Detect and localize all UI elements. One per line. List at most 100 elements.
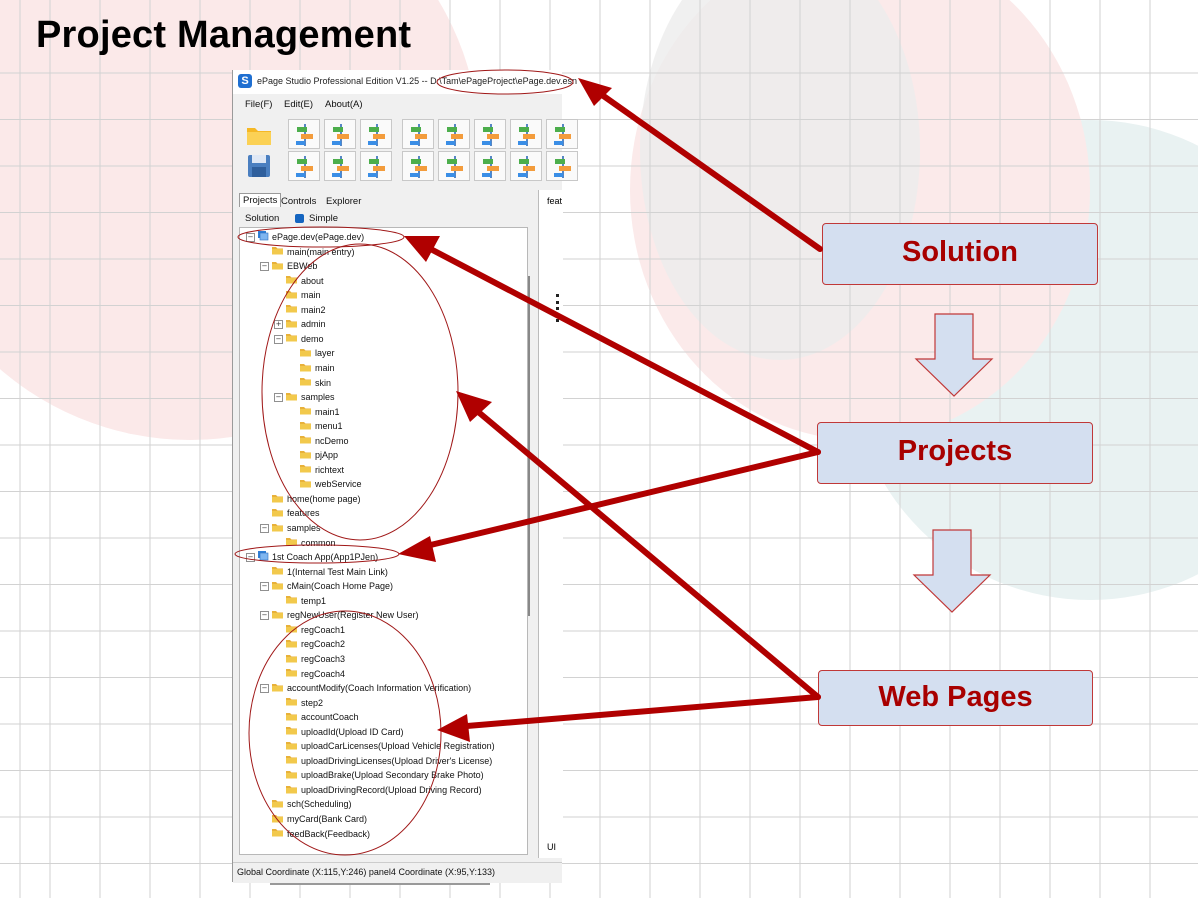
folder-icon: [271, 580, 284, 594]
distribute-d-row1-button[interactable]: [510, 119, 542, 149]
align-center-row1-button[interactable]: [324, 119, 356, 149]
tree-page-node[interactable]: richtext: [299, 463, 344, 477]
align-right-row1-button[interactable]: [360, 119, 392, 149]
tree-page-node[interactable]: uploadBrake(Upload Secondary Brake Photo…: [285, 768, 484, 782]
folder-icon: [299, 463, 312, 477]
slide-title: Project Management: [36, 14, 412, 56]
tree-node-label: uploadId(Upload ID Card): [301, 726, 404, 737]
tree-node-label: regCoach2: [301, 639, 346, 650]
tree-expander-icon[interactable]: −: [246, 553, 255, 563]
tree-node-label: home(home page): [287, 493, 361, 504]
distribute-c-row1-button[interactable]: [474, 119, 506, 149]
folder-icon: [299, 449, 312, 463]
designer-panel: feat UI: [538, 190, 563, 858]
folder-icon: [285, 696, 298, 710]
tree-page-node[interactable]: main: [285, 288, 321, 302]
tree-node-label: skin: [315, 377, 332, 388]
tree-page-node[interactable]: samples: [285, 390, 335, 404]
tree-page-node[interactable]: main2: [285, 303, 326, 317]
tree-page-node[interactable]: cMain(Coach Home Page): [271, 579, 393, 593]
tree-page-node[interactable]: uploadId(Upload ID Card): [285, 725, 404, 739]
tree-expander-icon[interactable]: −: [274, 334, 283, 344]
folder-icon: [285, 391, 298, 405]
tree-page-node[interactable]: feedBack(Feedback): [271, 827, 370, 841]
align-left-row1-button[interactable]: [288, 119, 320, 149]
distribute-e-row2-button[interactable]: [546, 151, 578, 181]
tree-page-node[interactable]: uploadDrivingRecord(Upload Driving Recor…: [285, 783, 482, 797]
tree-page-node[interactable]: samples: [271, 521, 321, 535]
align-center-row2-button[interactable]: [324, 151, 356, 181]
tree-page-node[interactable]: main: [299, 361, 335, 375]
tree-page-node[interactable]: regCoach1: [285, 623, 345, 637]
tree-page-node[interactable]: myCard(Bank Card): [271, 812, 367, 826]
tab-projects[interactable]: Projects: [239, 193, 282, 207]
tree-expander-icon[interactable]: −: [260, 262, 269, 272]
tree-project-node[interactable]: 1st Coach App(App1PJen): [257, 550, 378, 564]
tree-expander-icon[interactable]: +: [274, 320, 283, 330]
tree-horizontal-scrollbar[interactable]: [270, 883, 490, 885]
tree-node-label: menu1: [315, 421, 343, 432]
simple-checkbox[interactable]: [295, 214, 304, 223]
tree-page-node[interactable]: ncDemo: [299, 434, 349, 448]
distribute-a-row2-button[interactable]: [402, 151, 434, 181]
folder-icon: [285, 667, 298, 681]
distribute-a-row1-button[interactable]: [402, 119, 434, 149]
folder-icon: [299, 376, 312, 390]
align-left-row2-button[interactable]: [288, 151, 320, 181]
tree-page-node[interactable]: sch(Scheduling): [271, 797, 352, 811]
tree-page-node[interactable]: regCoach4: [285, 667, 345, 681]
tree-expander-icon[interactable]: −: [260, 684, 269, 694]
tree-page-node[interactable]: webService: [299, 477, 362, 491]
tree-page-node[interactable]: features: [271, 506, 320, 520]
open-folder-button[interactable]: [243, 119, 275, 149]
tree-page-node[interactable]: admin: [285, 317, 326, 331]
tree-node-label: about: [301, 275, 324, 286]
tree-page-node[interactable]: pjApp: [299, 448, 338, 462]
tree-page-node[interactable]: regCoach3: [285, 652, 345, 666]
distribute-e-row1-button[interactable]: [546, 119, 578, 149]
folder-icon: [299, 347, 312, 361]
tree-page-node[interactable]: home(home page): [271, 492, 361, 506]
tree-page-node[interactable]: regCoach2: [285, 637, 345, 651]
tree-expander-icon[interactable]: −: [260, 582, 269, 592]
designer-tab[interactable]: feat: [547, 196, 563, 206]
tree-page-node[interactable]: accountModify(Coach Information Verifica…: [271, 681, 471, 695]
distribute-b-row2-button[interactable]: [438, 151, 470, 181]
menu-edit[interactable]: Edit(E): [284, 99, 314, 110]
tree-page-node[interactable]: temp1: [285, 594, 326, 608]
designer-bottom-tab[interactable]: UI: [547, 842, 556, 852]
tree-page-node[interactable]: 1(Internal Test Main Link): [271, 565, 388, 579]
tree-project-node[interactable]: ePage.dev(ePage.dev): [257, 230, 364, 244]
tree-expander-icon[interactable]: −: [260, 611, 269, 621]
distribute-c-row2-button[interactable]: [474, 151, 506, 181]
align-right-row2-button[interactable]: [360, 151, 392, 181]
tree-expander-icon[interactable]: −: [274, 393, 283, 403]
tree-page-node[interactable]: demo: [285, 332, 324, 346]
tree-page-node[interactable]: EBWeb: [271, 259, 317, 273]
tree-page-node[interactable]: regNewUser(Register New User): [271, 608, 419, 622]
menu-about[interactable]: About(A): [325, 99, 363, 110]
folder-icon: [285, 332, 298, 346]
tree-page-node[interactable]: skin: [299, 376, 331, 390]
save-button[interactable]: [243, 151, 275, 181]
tree-page-node[interactable]: common: [285, 536, 336, 550]
tree-page-node[interactable]: uploadDrivingLicenses(Upload Driver's Li…: [285, 754, 492, 768]
tab-explorer[interactable]: Explorer: [326, 196, 362, 207]
tree-expander-icon[interactable]: −: [260, 524, 269, 533]
tree-page-node[interactable]: main(main entry): [271, 245, 355, 259]
tree-page-node[interactable]: accountCoach: [285, 710, 359, 724]
tree-vertical-scrollbar[interactable]: [528, 276, 530, 616]
tree-node-label: EBWeb: [287, 261, 318, 272]
tree-page-node[interactable]: layer: [299, 346, 335, 360]
distribute-d-row2-button[interactable]: [510, 151, 542, 181]
tree-page-node[interactable]: main1: [299, 405, 340, 419]
menu-file[interactable]: File(F): [245, 99, 273, 110]
tree-page-node[interactable]: uploadCarLicenses(Upload Vehicle Registr…: [285, 739, 495, 753]
tree-page-node[interactable]: step2: [285, 696, 323, 710]
tab-controls[interactable]: Controls: [281, 196, 317, 207]
tree-expander-icon[interactable]: −: [246, 233, 255, 242]
tree-page-node[interactable]: menu1: [299, 419, 343, 433]
distribute-b-row1-button[interactable]: [438, 119, 470, 149]
web-pages-callout-label: Web Pages: [878, 681, 1033, 713]
tree-page-node[interactable]: about: [285, 274, 324, 288]
